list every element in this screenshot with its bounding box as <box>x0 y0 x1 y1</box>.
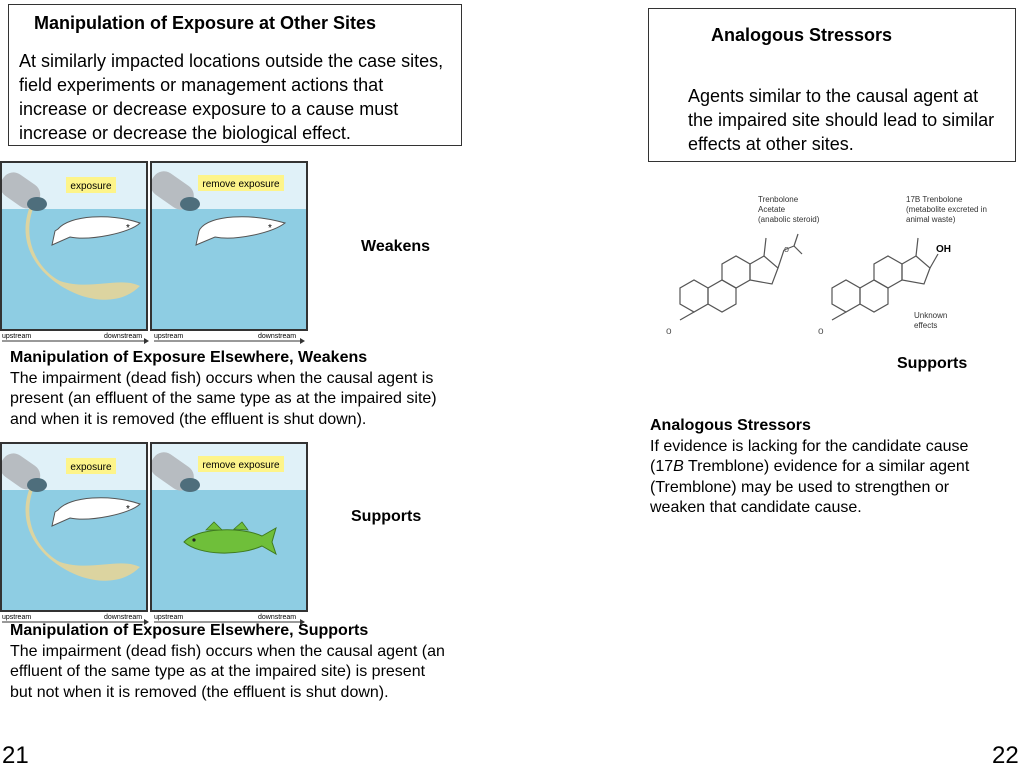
analogous-stressors-title: Analogous Stressors <box>711 25 893 45</box>
svg-text:o: o <box>666 326 672 337</box>
verdict-weakens: Weakens <box>361 238 431 255</box>
oh-label: OH <box>936 244 951 255</box>
mol1-label: Trenbolone <box>758 195 799 204</box>
caption-analogous: Analogous Stressors If evidence is lacki… <box>650 416 1000 519</box>
mol1-label: (anabolic steroid) <box>758 215 820 224</box>
axis-upstream: upstream <box>154 333 183 340</box>
svg-text:*: * <box>126 223 130 234</box>
figure-weakens: * exposure * remove exposure upstream do… <box>0 161 308 344</box>
svg-text:*: * <box>268 223 272 234</box>
caption-weakens: Manipulation of Exposure Elsewhere, Weak… <box>10 348 450 430</box>
panel-label-remove-exposure: remove exposure <box>202 460 280 471</box>
exposure-manipulation-title: Manipulation of Exposure at Other Sites <box>34 13 377 33</box>
panel-label-exposure: exposure <box>70 181 112 192</box>
mol1-label: Acetate <box>758 205 786 214</box>
17b-trenbolone-molecule <box>831 237 939 321</box>
panel-label-remove-exposure: remove exposure <box>202 179 280 190</box>
svg-text:o: o <box>818 326 824 337</box>
trenbolone-structures: Trenbolone Acetate (anabolic steroid) 17… <box>666 195 987 337</box>
figure-supports: * exposure remove exposure upstream down… <box>0 442 308 625</box>
mol2-label: 17B Trenbolone <box>906 195 963 204</box>
caption-weakens-title: Manipulation of Exposure Elsewhere, Weak… <box>10 349 368 366</box>
live-fish-icon <box>183 521 277 556</box>
unknown-effects-label: effects <box>914 321 937 330</box>
mol2-label: animal waste) <box>906 215 956 224</box>
axis-upstream: upstream <box>154 614 183 621</box>
caption-supports: Manipulation of Exposure Elsewhere, Supp… <box>10 621 450 703</box>
dead-fish-icon: * <box>51 497 141 527</box>
verdict-supports-right: Supports <box>897 355 968 372</box>
svg-text:*: * <box>126 504 130 515</box>
unknown-effects-label: Unknown <box>914 311 947 320</box>
caption-supports-title: Manipulation of Exposure Elsewhere, Supp… <box>10 622 369 639</box>
dead-fish-icon: * <box>195 216 287 246</box>
axis-downstream: downstream <box>258 333 296 340</box>
exposure-manipulation-body: At similarly impacted locations outside … <box>19 51 444 143</box>
verdict-supports: Supports <box>351 508 422 525</box>
axis-downstream: downstream <box>258 614 296 621</box>
dead-fish-icon: * <box>51 216 141 246</box>
panel-remove-exposure: remove exposure <box>150 442 308 612</box>
axis-downstream: downstream <box>104 333 142 340</box>
exposure-manipulation-box: Manipulation of Exposure at Other Sites … <box>8 4 462 146</box>
analogous-stressors-box: Analogous Stressors Agents similar to th… <box>648 8 1016 162</box>
caption-analogous-title: Analogous Stressors <box>650 417 811 434</box>
mol2-label: (metabolite excreted in <box>906 205 987 214</box>
caption-weakens-text: The impairment (dead fish) occurs when t… <box>10 369 437 428</box>
svg-text:o: o <box>784 244 789 254</box>
analogous-stressors-body: Agents similar to the causal agent at th… <box>688 86 995 154</box>
panel-label-exposure: exposure <box>70 462 112 473</box>
trenbolone-acetate-molecule <box>679 233 803 321</box>
panel-remove-exposure: * remove exposure <box>150 161 308 331</box>
axis-downstream: downstream <box>104 614 142 621</box>
panel-exposure: * exposure <box>0 161 148 331</box>
axis-upstream: upstream <box>2 333 31 340</box>
caption-supports-text: The impairment (dead fish) occurs when t… <box>10 642 445 701</box>
axis-upstream: upstream <box>2 614 31 621</box>
caption-analogous-text: If evidence is lacking for the candidate… <box>650 437 970 517</box>
page-number-right: 22 <box>992 742 1019 769</box>
panel-exposure: * exposure <box>0 442 148 612</box>
page-number-left: 21 <box>2 742 29 769</box>
